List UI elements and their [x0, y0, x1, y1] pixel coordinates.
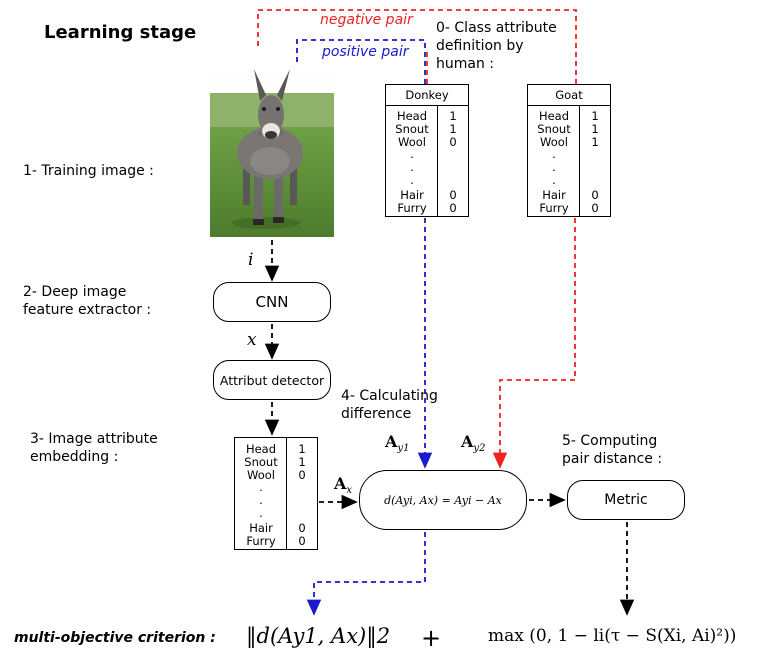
- var-i: i: [248, 250, 254, 270]
- attribute-value: 1: [298, 455, 306, 470]
- attribute-value: 1: [449, 122, 457, 137]
- attribute-name: Furry: [246, 534, 276, 549]
- table-row: Hair 0: [386, 188, 468, 202]
- var-x: x: [247, 330, 257, 350]
- attribute-name: Hair: [400, 188, 424, 203]
- step1-label: 1- Training image :: [23, 163, 154, 179]
- negative-pair-link: [257, 9, 577, 84]
- attribute-value: 1: [591, 122, 599, 137]
- criterion-plus: +: [421, 624, 442, 652]
- step4-label: 4- Calculating difference: [341, 388, 438, 422]
- step2-label: 2- Deep image feature extractor :: [23, 284, 152, 318]
- table-row: .: [235, 480, 317, 494]
- difference-formula: d(Ayi, Ax) = Ayi − Ax: [384, 493, 502, 507]
- attribute-value: 0: [298, 468, 306, 483]
- attribute-value: 0: [449, 188, 457, 203]
- table-row: Wool 0: [386, 135, 468, 149]
- table-row: .: [235, 493, 317, 507]
- table-row: Furry 0: [386, 201, 468, 215]
- attribute-name: Wool: [540, 135, 568, 150]
- attribute-value: 0: [449, 201, 457, 216]
- var-ay2: Ay2: [461, 432, 486, 455]
- attribute-name: .: [410, 146, 414, 161]
- goat-to-difference-arrow: [492, 218, 576, 469]
- table-row: Snout 1: [386, 122, 468, 136]
- attribute-name: .: [410, 173, 414, 187]
- var-ax: Ax: [334, 474, 353, 497]
- step3-label: 3- Image attribute embedding :: [30, 431, 158, 465]
- attribute-name: Head: [396, 109, 428, 123]
- step0-label: 0- Class attribute definition by human :: [436, 20, 557, 72]
- attribute-value: 0: [298, 521, 306, 536]
- attribute-name: Snout: [244, 455, 278, 470]
- step5-label: 5- Computing pair distance :: [562, 433, 663, 467]
- criterion-label: multi-objective criterion :: [14, 630, 216, 646]
- table-row: .: [386, 160, 468, 174]
- attribute-value: 1: [449, 109, 457, 123]
- criterion-term-1: ‖d(Ay1, Ax)‖2: [246, 624, 391, 648]
- attribute-value: 0: [449, 135, 457, 150]
- table-row: Furry 0: [528, 201, 610, 215]
- attribute-name: .: [410, 159, 414, 174]
- attribute-name: .: [259, 506, 263, 520]
- difference-block: d(Ayi, Ax) = Ayi − Ax: [359, 470, 527, 530]
- attribute-value: 1: [298, 442, 306, 456]
- attribute-name: .: [552, 146, 556, 161]
- diagram-title: Learning stage: [44, 22, 197, 43]
- table-row: Wool 0: [235, 468, 317, 482]
- table-row: Head 1: [235, 442, 317, 456]
- attribute-name: .: [259, 492, 263, 507]
- table-row: .: [386, 147, 468, 161]
- donkey-photo: [210, 65, 334, 237]
- positive-pair-link: [296, 39, 426, 84]
- table-row: .: [528, 147, 610, 161]
- difference-to-criterion-arrow: [306, 532, 426, 616]
- attribute-value: 1: [591, 109, 599, 123]
- attribute-name: Head: [245, 442, 277, 456]
- attribute-name: Head: [538, 109, 570, 123]
- table-row: Head 1: [528, 109, 610, 123]
- attribute-name: Hair: [542, 188, 566, 203]
- attribute-value: 0: [298, 534, 306, 549]
- table-row: Wool 1: [528, 135, 610, 149]
- table-header: Donkey: [386, 85, 468, 106]
- table-row: Furry 0: [235, 534, 317, 548]
- attribute-value: 0: [591, 201, 599, 216]
- attribute-name: Snout: [395, 122, 429, 137]
- table-row: Hair 0: [528, 188, 610, 202]
- attribute-name: .: [259, 479, 263, 494]
- attribute-name: Wool: [398, 135, 426, 150]
- attribute-name: Furry: [539, 201, 569, 216]
- attribute-name: Furry: [397, 201, 427, 216]
- table-row: Hair 0: [235, 521, 317, 535]
- attribute-value: 1: [591, 135, 599, 150]
- table-header: Goat: [528, 85, 610, 106]
- table-row: .: [386, 173, 468, 187]
- positive-pair-label: positive pair: [322, 44, 409, 60]
- table-row: .: [235, 506, 317, 520]
- attribute-name: .: [552, 173, 556, 187]
- attribute-name: Wool: [247, 468, 275, 483]
- attribute-name: Snout: [537, 122, 571, 137]
- attribute-value: 0: [591, 188, 599, 203]
- table-row: Snout 1: [528, 122, 610, 136]
- attribute-name: .: [552, 159, 556, 174]
- metric-block: Metric: [567, 480, 685, 520]
- table-row: .: [528, 160, 610, 174]
- var-ay1: Ay1: [385, 432, 410, 455]
- negative-pair-label: negative pair: [320, 12, 413, 28]
- criterion-term-2: max (0, 1 − li(τ − S(Xi, Ai)²)): [488, 626, 737, 646]
- attribute-detector-block: Attribut detector: [213, 360, 331, 400]
- cnn-block: CNN: [213, 282, 331, 322]
- attribute-name: Hair: [249, 521, 273, 536]
- table-row: Snout 1: [235, 455, 317, 469]
- table-row: Head 1: [386, 109, 468, 123]
- table-row: .: [528, 173, 610, 187]
